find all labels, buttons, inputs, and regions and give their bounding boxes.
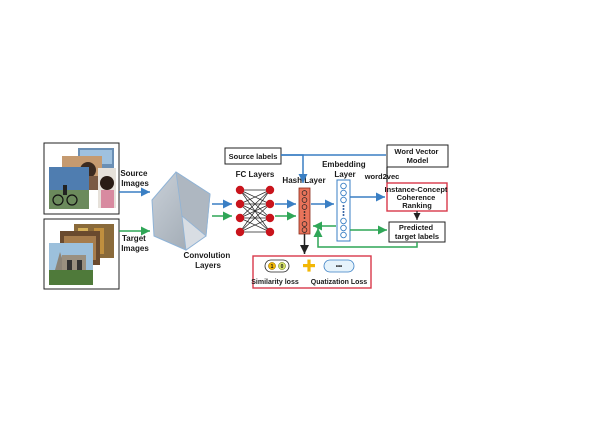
predicted-to-hash-loop [313, 228, 418, 248]
target-images-group [43, 218, 120, 290]
hash-layer-label: Hash Layer [282, 176, 325, 185]
convolution-block [151, 171, 211, 251]
quantization-dots: ••• [336, 264, 342, 270]
fc-layers-label: FC Layers [236, 170, 275, 179]
embedding-layer-label: Embedding Layer [322, 160, 368, 179]
source-labels-box: Source labels [224, 147, 282, 165]
fc-layers-network [235, 185, 275, 237]
source-images-label: Source Images [120, 169, 149, 188]
target-images-label: Target Images [121, 234, 149, 253]
source-labels-text: Source labels [229, 152, 278, 161]
word2vec-label: word2vec [364, 172, 400, 181]
word-vector-model-text: Word Vector Model [394, 147, 440, 165]
hash-layer [298, 187, 311, 235]
bit-zero-label: 0 [281, 264, 284, 270]
instance-concept-ranking-box: Instance-Concept Coherence Ranking [384, 182, 449, 212]
embedding-layer [336, 179, 351, 242]
bit-one-circle [268, 262, 276, 270]
word-vector-model-box: Word Vector Model [386, 144, 449, 168]
loss-box: 1 0 ••• Similarity loss Quatization Loss [251, 255, 372, 289]
photo-stack-target-icon [49, 224, 114, 285]
convolution-layers-label: Convolution Layers [184, 251, 233, 270]
photo-stack-source-icon [49, 148, 116, 209]
bit-zero-circle [278, 262, 286, 270]
predicted-target-labels-text: Predicted target labels [395, 223, 439, 241]
source-images-group [43, 142, 120, 215]
predicted-target-labels-box: Predicted target labels [388, 221, 446, 243]
similarity-loss-label: Similarity loss [251, 279, 299, 286]
plus-icon [303, 259, 315, 272]
quantization-pill [323, 259, 355, 273]
bit-one-label: 1 [271, 264, 274, 270]
quantization-loss-label: Quatization Loss [311, 279, 368, 286]
instance-concept-ranking-text: Instance-Concept Coherence Ranking [384, 185, 449, 210]
